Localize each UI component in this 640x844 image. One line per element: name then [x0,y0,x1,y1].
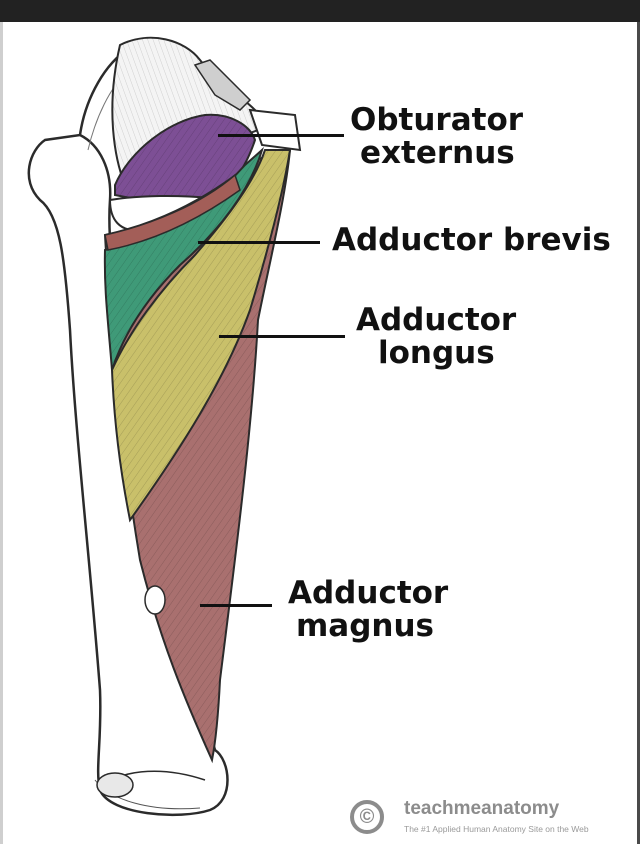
label-adductor-magnus: Adductor magnus [288,577,448,643]
label-adductor-longus: Adductor longus [356,304,516,370]
frame-edge-left [0,22,3,844]
label-obturator-externus-line1: Obturator [350,102,524,138]
copyright-symbol: © [359,806,375,828]
frame-edge-right [637,22,640,844]
label-adductor-brevis: Adductor brevis [332,224,611,257]
label-adductor-longus-line2: longus [378,335,495,371]
label-adductor-magnus-line1: Adductor [288,575,449,611]
copyright-icon [350,800,384,834]
label-adductor-brevis-line1: Adductor brevis [332,222,611,258]
leader-adductor-longus [219,335,345,338]
leader-adductor-magnus [200,604,272,607]
leader-obturator-externus [218,134,344,137]
watermark: © teachmeanatomy The #1 Applied Human An… [350,796,635,840]
watermark-tagline: The #1 Applied Human Anatomy Site on the… [404,824,589,834]
brevis-top-strip [104,173,241,251]
label-adductor-magnus-line2: magnus [296,608,435,644]
label-obturator-externus-line2: externus [360,135,515,171]
top-bar [0,0,640,22]
leader-adductor-brevis [198,241,320,244]
label-adductor-longus-line1: Adductor [356,302,517,338]
label-obturator-externus: Obturator externus [350,104,523,170]
watermark-name: teachmeanatomy [404,798,560,819]
